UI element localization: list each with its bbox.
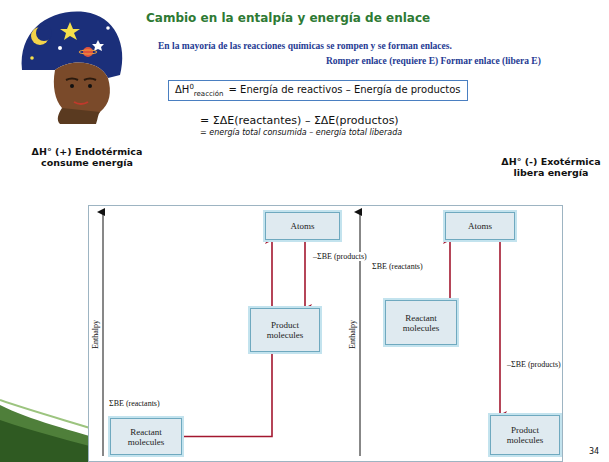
- superscript: 0: [189, 83, 193, 91]
- slide-title: Cambio en la entalpía y energía de enlac…: [146, 11, 430, 25]
- endothermic-note: ΔH° (+) Endotérmica consume energía: [22, 146, 152, 168]
- enthalpy-axis: [360, 212, 361, 456]
- enthalpy-arrow: [499, 240, 501, 415]
- box-text: Atoms: [290, 221, 314, 231]
- formula-box: ΔH0reacción = Energía de reactivos – Ener…: [168, 80, 468, 101]
- enthalpy-arrow: [304, 240, 306, 308]
- molecule-box: Atoms: [265, 212, 340, 240]
- molecule-box: Product molecules: [490, 415, 560, 455]
- box-text: Atoms: [468, 221, 492, 231]
- subscript: reacción: [194, 90, 224, 98]
- molecule-box: Product molecules: [250, 308, 320, 352]
- edge-label: –ΣBE (products): [506, 360, 562, 369]
- axis-label: Enthalpy: [348, 317, 357, 353]
- formula-text: ΔH: [175, 84, 189, 95]
- formula-line: = ΣΔE(reactantes) – ΣΔE(productos): [200, 114, 399, 127]
- exothermic-note: ΔH° (-) Exotérmica libera energía: [498, 156, 604, 178]
- enthalpy-arrow: [449, 240, 451, 300]
- formula-text: = Energía de reactivos – Energía de prod…: [229, 84, 461, 95]
- edge-label: ΣBE (reactants): [371, 262, 424, 271]
- box-text: Reactant molecules: [115, 427, 177, 447]
- box-text: Product molecules: [495, 425, 555, 445]
- axis-label: Enthalpy: [91, 317, 100, 353]
- molecule-box: Reactant molecules: [385, 300, 457, 345]
- box-text: Product molecules: [255, 320, 315, 340]
- enthalpy-axis: [103, 212, 104, 456]
- edge-label: ΣBE (reactants): [108, 399, 161, 408]
- thinking-head-illustration: [22, 12, 123, 124]
- diagram-frame: [89, 206, 563, 462]
- formula-note: = energía total consumida – energía tota…: [200, 128, 402, 137]
- box-text: Reactant molecules: [390, 313, 452, 333]
- intro-text: En la mayoría de las reacciones químicas…: [158, 41, 452, 51]
- edge-label: –ΣBE (products): [312, 252, 368, 261]
- bond-note: Romper enlace (requiere E) Formar enlace…: [326, 56, 541, 66]
- page-number: 34: [589, 447, 599, 456]
- molecule-box: Reactant molecules: [110, 418, 182, 455]
- molecule-box: Atoms: [445, 212, 515, 240]
